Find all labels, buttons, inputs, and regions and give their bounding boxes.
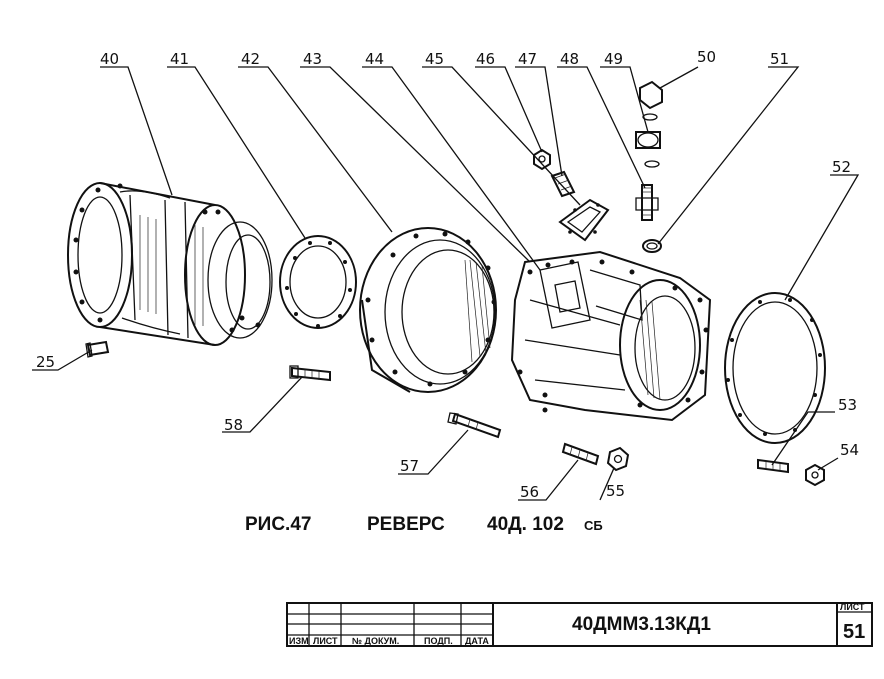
callout-46: 46 <box>476 50 495 68</box>
callout-55: 55 <box>606 482 625 500</box>
document-code: 40ДММ3.13КД1 <box>572 614 711 635</box>
sheet-label: ЛИСТ <box>840 602 865 612</box>
part-57-bolt <box>447 412 502 439</box>
callout-58: 58 <box>224 416 243 434</box>
part-58-bolt <box>289 365 331 382</box>
callout-56: 56 <box>520 483 539 501</box>
part-51-sealing-ring <box>642 239 662 253</box>
callout-50: 50 <box>697 48 716 66</box>
callout-42: 42 <box>241 50 260 68</box>
part-52-gasket <box>724 292 826 444</box>
callout-51: 51 <box>770 50 789 68</box>
callout-57: 57 <box>400 457 419 475</box>
column-podp: ПОДП. <box>424 636 453 646</box>
callout-47: 47 <box>518 50 537 68</box>
part-43-gearbox-case <box>510 250 712 422</box>
callout-43: 43 <box>303 50 322 68</box>
leader-lines <box>32 66 860 501</box>
callout-49: 49 <box>604 50 623 68</box>
part-55-nut <box>606 446 630 472</box>
column-dokum: № ДОКУМ. <box>352 636 399 646</box>
part-53-bolt <box>757 458 789 474</box>
callout-numbers: 40 41 42 43 44 45 46 47 48 49 50 51 52 5… <box>36 48 859 501</box>
callout-41: 41 <box>170 50 189 68</box>
part-56-stud <box>561 442 600 466</box>
figure-number: РИС.47 <box>245 514 311 535</box>
callout-54: 54 <box>840 441 859 459</box>
part-42-flange <box>359 227 497 393</box>
callout-53: 53 <box>838 396 857 414</box>
column-izm: ИЗМ <box>289 636 309 646</box>
part-45-cover-plate <box>558 198 610 242</box>
callout-52: 52 <box>832 158 851 176</box>
callout-44: 44 <box>365 50 384 68</box>
part-47-stud <box>550 170 576 198</box>
part-54-nut <box>805 463 825 487</box>
part-suffix: СБ <box>584 518 603 533</box>
part-48-fitting <box>635 184 659 221</box>
column-list: ЛИСТ <box>313 636 338 646</box>
callout-40: 40 <box>100 50 119 68</box>
callout-48: 48 <box>560 50 579 68</box>
column-data: ДАТА <box>465 636 489 646</box>
part-50-plug <box>639 80 663 110</box>
part-49-washer <box>635 113 661 168</box>
part-40-housing <box>67 182 273 346</box>
figure-caption: РИС.47 РЕВЕРС 40Д. 102 СБ <box>245 514 603 535</box>
callout-25: 25 <box>36 353 55 371</box>
part-number: 40Д. 102 <box>487 514 564 535</box>
title-block: ИЗМ ЛИСТ № ДОКУМ. ПОДП. ДАТА 40ДММ3.13КД… <box>286 602 873 647</box>
figure-title: РЕВЕРС <box>367 514 445 535</box>
part-25-bolt <box>85 340 110 358</box>
sheet-number: 51 <box>843 621 865 643</box>
part-41-gasket <box>279 235 357 329</box>
callout-45: 45 <box>425 50 444 68</box>
part-46-nut <box>533 148 551 171</box>
